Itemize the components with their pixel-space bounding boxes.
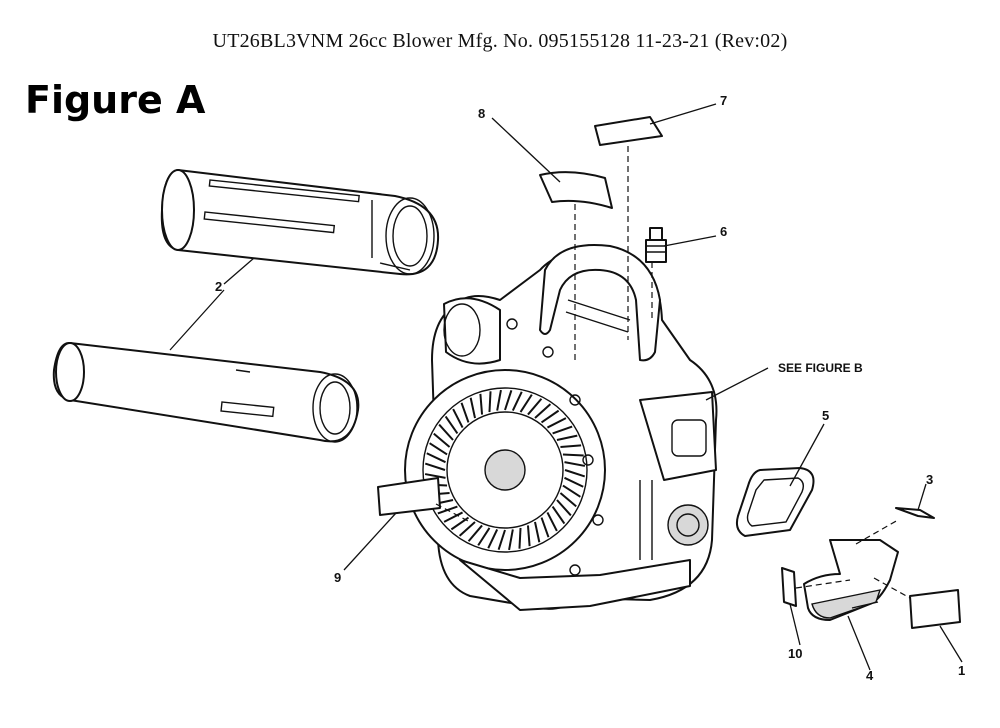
fan-grille-vane — [452, 408, 464, 429]
callout-10: 10 — [788, 646, 802, 661]
upper-blower-tube[interactable] — [160, 169, 440, 276]
spark-plug-part-6[interactable] — [645, 227, 667, 263]
fan-grille-vane — [534, 521, 541, 543]
fan-grille-vane — [477, 527, 491, 546]
decal-part-8[interactable] — [539, 171, 613, 209]
figure-label: Figure A — [25, 78, 206, 122]
fan-grille-vane — [540, 517, 550, 538]
see-figure-b-reference[interactable]: SEE FIGURE B — [778, 361, 863, 375]
fan-grille-vane — [508, 529, 514, 551]
fan-grille-vane — [562, 484, 581, 498]
lower-blower-tube[interactable] — [52, 342, 360, 443]
fan-grille-vane — [560, 444, 582, 449]
callout-6: 6 — [720, 224, 727, 239]
callout-9: 9 — [334, 570, 341, 585]
callout-leader-lines — [169, 103, 963, 671]
fan-grille-vane — [488, 391, 492, 413]
fan-grille-vane — [497, 529, 506, 551]
fan-grille-vane — [564, 476, 584, 488]
fan-grille-vane — [443, 511, 464, 523]
fan-grille-vane — [546, 511, 558, 532]
label-part-10[interactable] — [781, 567, 797, 607]
decal-part-7[interactable] — [594, 116, 663, 146]
fan-grille-vane — [534, 403, 552, 419]
fan-grille-vane — [424, 462, 446, 471]
blower-engine-housing[interactable] — [404, 244, 718, 611]
fan-grille-vane — [511, 391, 523, 411]
fan-grille-vane — [551, 505, 566, 525]
fan-grille-vane — [487, 529, 499, 549]
fan-grille-vane — [460, 402, 470, 423]
fan-grille-vane — [564, 469, 586, 478]
fan-grille-vane — [504, 389, 513, 411]
gasket-part-5[interactable] — [735, 467, 815, 537]
fan-grille-vane — [467, 524, 483, 542]
callout-2: 2 — [215, 279, 222, 294]
fan-grille-vane — [429, 442, 448, 456]
document-title: UT26BL3VNM 26cc Blower Mfg. No. 09515512… — [212, 30, 788, 52]
fan-grille-vane — [564, 461, 586, 467]
fan-grille-vane — [562, 453, 584, 457]
fan-grille-vane — [444, 415, 459, 435]
fan-grille-vane — [469, 397, 476, 419]
fan-grille-vane — [546, 417, 567, 429]
fan-grille-vane — [519, 394, 533, 413]
callout-3: 3 — [926, 472, 933, 487]
fan-grille-vane — [559, 492, 577, 508]
callout-4: 4 — [866, 668, 874, 683]
air-filter-cover-part-4[interactable] — [803, 539, 899, 621]
fan-grille-vane — [556, 434, 578, 441]
callout-7: 7 — [720, 93, 727, 108]
fan-grille-vane — [438, 423, 454, 441]
label-part-9[interactable] — [377, 477, 441, 516]
fan-grille-vane — [518, 527, 522, 549]
fan-grille-vane — [540, 409, 560, 424]
fan-grille-vane — [458, 521, 476, 537]
screw-part-3[interactable] — [895, 507, 935, 519]
fan-grille-vane — [496, 389, 502, 411]
fan-grille-vane — [479, 393, 484, 415]
fan-grille-vane — [433, 432, 451, 448]
callout-1: 1 — [958, 663, 965, 678]
assembly-guide-lines — [435, 146, 911, 599]
fan-grille-vane — [527, 398, 543, 416]
label-part-1[interactable] — [909, 589, 961, 629]
callout-8: 8 — [478, 106, 485, 121]
fan-grille-vane — [424, 473, 446, 479]
fan-grille-vane — [526, 525, 531, 547]
callout-5: 5 — [822, 408, 829, 423]
fan-grille-vane — [426, 452, 446, 464]
fan-grille-vane — [556, 499, 572, 517]
fan-grille-vane — [552, 425, 573, 435]
